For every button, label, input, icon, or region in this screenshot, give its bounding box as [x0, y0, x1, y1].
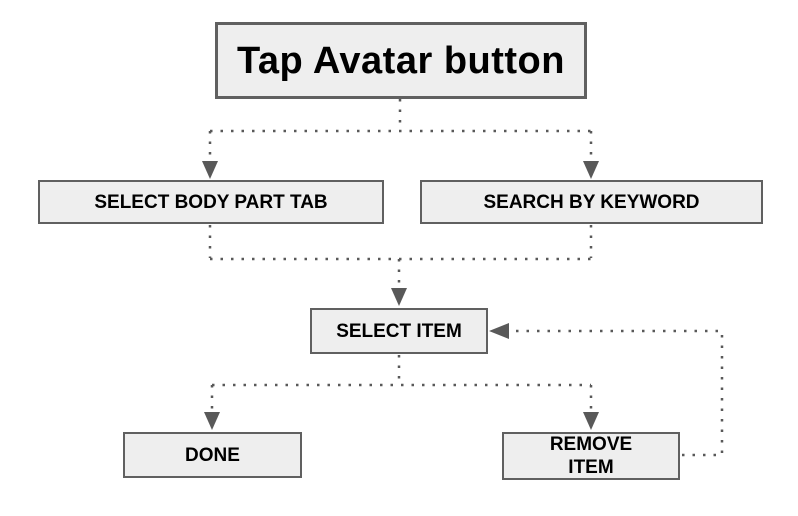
- node-remove-item-label: REMOVE ITEM: [549, 434, 633, 478]
- node-select-body-part-tab: SELECT BODY PART TAB: [38, 180, 384, 224]
- node-select-body-part-tab-label: SELECT BODY PART TAB: [94, 191, 328, 213]
- node-done: DONE: [123, 432, 302, 478]
- arrowhead-into-selectitem: [391, 288, 407, 306]
- node-tap-avatar-button: Tap Avatar button: [215, 22, 587, 99]
- arrowhead-into-removeitem: [583, 412, 599, 430]
- arrowhead-into-searchkeyword: [583, 161, 599, 179]
- node-done-label: DONE: [185, 444, 240, 466]
- node-search-by-keyword-label: SEARCH BY KEYWORD: [483, 191, 700, 213]
- node-search-by-keyword: SEARCH BY KEYWORD: [420, 180, 763, 224]
- arrowhead-loopback-into-selectitem: [489, 323, 509, 339]
- arrowhead-into-selectbodypart: [202, 161, 218, 179]
- node-remove-item: REMOVE ITEM: [502, 432, 680, 480]
- node-select-item-label: SELECT ITEM: [336, 320, 462, 342]
- node-select-item: SELECT ITEM: [310, 308, 488, 354]
- arrowhead-into-done: [204, 412, 220, 430]
- node-tap-avatar-button-label: Tap Avatar button: [237, 39, 565, 82]
